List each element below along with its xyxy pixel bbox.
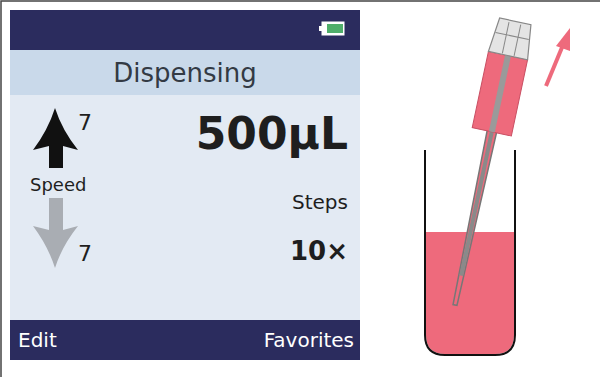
motion-arrow <box>546 28 570 86</box>
softkey-bar: Edit Favorites <box>10 320 360 360</box>
battery-icon <box>319 22 344 35</box>
mode-title: Dispensing <box>113 60 257 86</box>
up-speed-arrow <box>33 108 78 168</box>
speed-down-value: 7 <box>78 243 92 265</box>
softkey-label: Edit <box>18 330 57 350</box>
pipette <box>435 17 534 309</box>
speed-label: Speed <box>30 176 86 194</box>
speed-up-value: 7 <box>78 112 92 134</box>
status-bar <box>10 10 360 50</box>
beaker <box>425 150 515 355</box>
volume-value: 500µL <box>196 112 348 156</box>
mode-header: Dispensing <box>10 50 360 95</box>
down-speed-arrow <box>33 198 78 268</box>
screen-body <box>10 10 360 360</box>
steps-value: 10× <box>290 238 348 264</box>
steps-label: Steps <box>292 192 348 212</box>
softkey-label: Favorites <box>264 330 354 350</box>
